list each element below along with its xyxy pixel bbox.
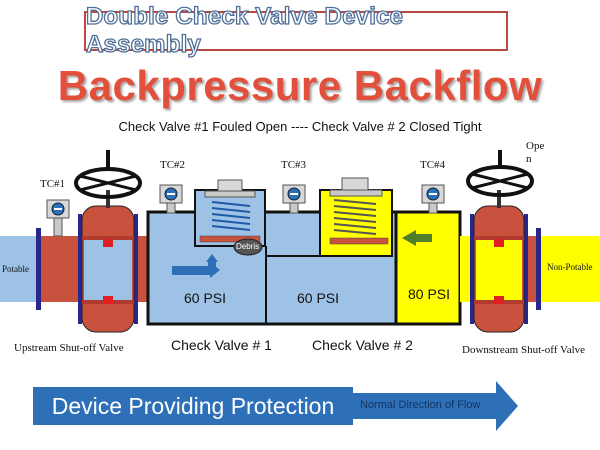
downstream-valve-label: Downstream Shut-off Valve: [462, 344, 586, 356]
check-valve-1-spring: [211, 201, 251, 231]
non-potable-pipe: [541, 236, 600, 302]
test-cock-2: [159, 184, 183, 214]
check-valve-2-disc: [329, 237, 389, 245]
check-valve-2-downstream-chamber: [394, 210, 462, 326]
flow-direction-label: Normal Direction of Flow: [360, 399, 481, 411]
non-potable-label: Non-Potable: [547, 262, 593, 272]
check-valve-2-label: Check Valve # 2: [312, 337, 413, 353]
upstream-valve-flange-right: [134, 214, 138, 324]
device-protection-box: Device Providing Protection: [33, 387, 353, 425]
upstream-valve-label: Upstream Shut-off Valve: [14, 342, 124, 354]
tc1-label: TC#1: [40, 178, 66, 190]
test-cock-4: [421, 184, 445, 214]
upstream-valve-flange-left: [78, 214, 82, 324]
check-valve-2-spring: [333, 199, 377, 235]
backpressure-arrow: [402, 230, 432, 246]
main-heading: Backpressure Backflow: [57, 62, 543, 109]
pressure-zone-3: 80 PSI: [408, 286, 451, 302]
tc4-label: TC#4: [420, 159, 446, 171]
check-valve-2-bonnet: [319, 189, 393, 257]
flow-direction-arrow: [352, 381, 518, 431]
debris: [233, 238, 263, 256]
open-label: Ope n: [526, 140, 545, 165]
left-flange: [36, 228, 41, 310]
potable-pipe: [0, 236, 40, 302]
pressure-zone-2: 60 PSI: [297, 290, 340, 306]
upstream-pipe-section: [41, 236, 78, 302]
check-valve-1-label: Check Valve # 1: [171, 337, 272, 353]
test-cock-1: [46, 199, 70, 237]
tc3-label: TC#3: [281, 159, 307, 171]
potable-label: Potable: [2, 264, 29, 274]
test-cock-3: [282, 184, 306, 214]
scenario-subtitle: Check Valve #1 Fouled Open ---- Check Va…: [118, 119, 482, 134]
check-valve-1-disc: [199, 235, 261, 243]
tc2-label: TC#2: [160, 159, 186, 171]
debris-label: Debris: [236, 242, 260, 251]
flow-arrow-cv1: [172, 266, 210, 275]
pressure-zone-1: 60 PSI: [184, 290, 227, 306]
